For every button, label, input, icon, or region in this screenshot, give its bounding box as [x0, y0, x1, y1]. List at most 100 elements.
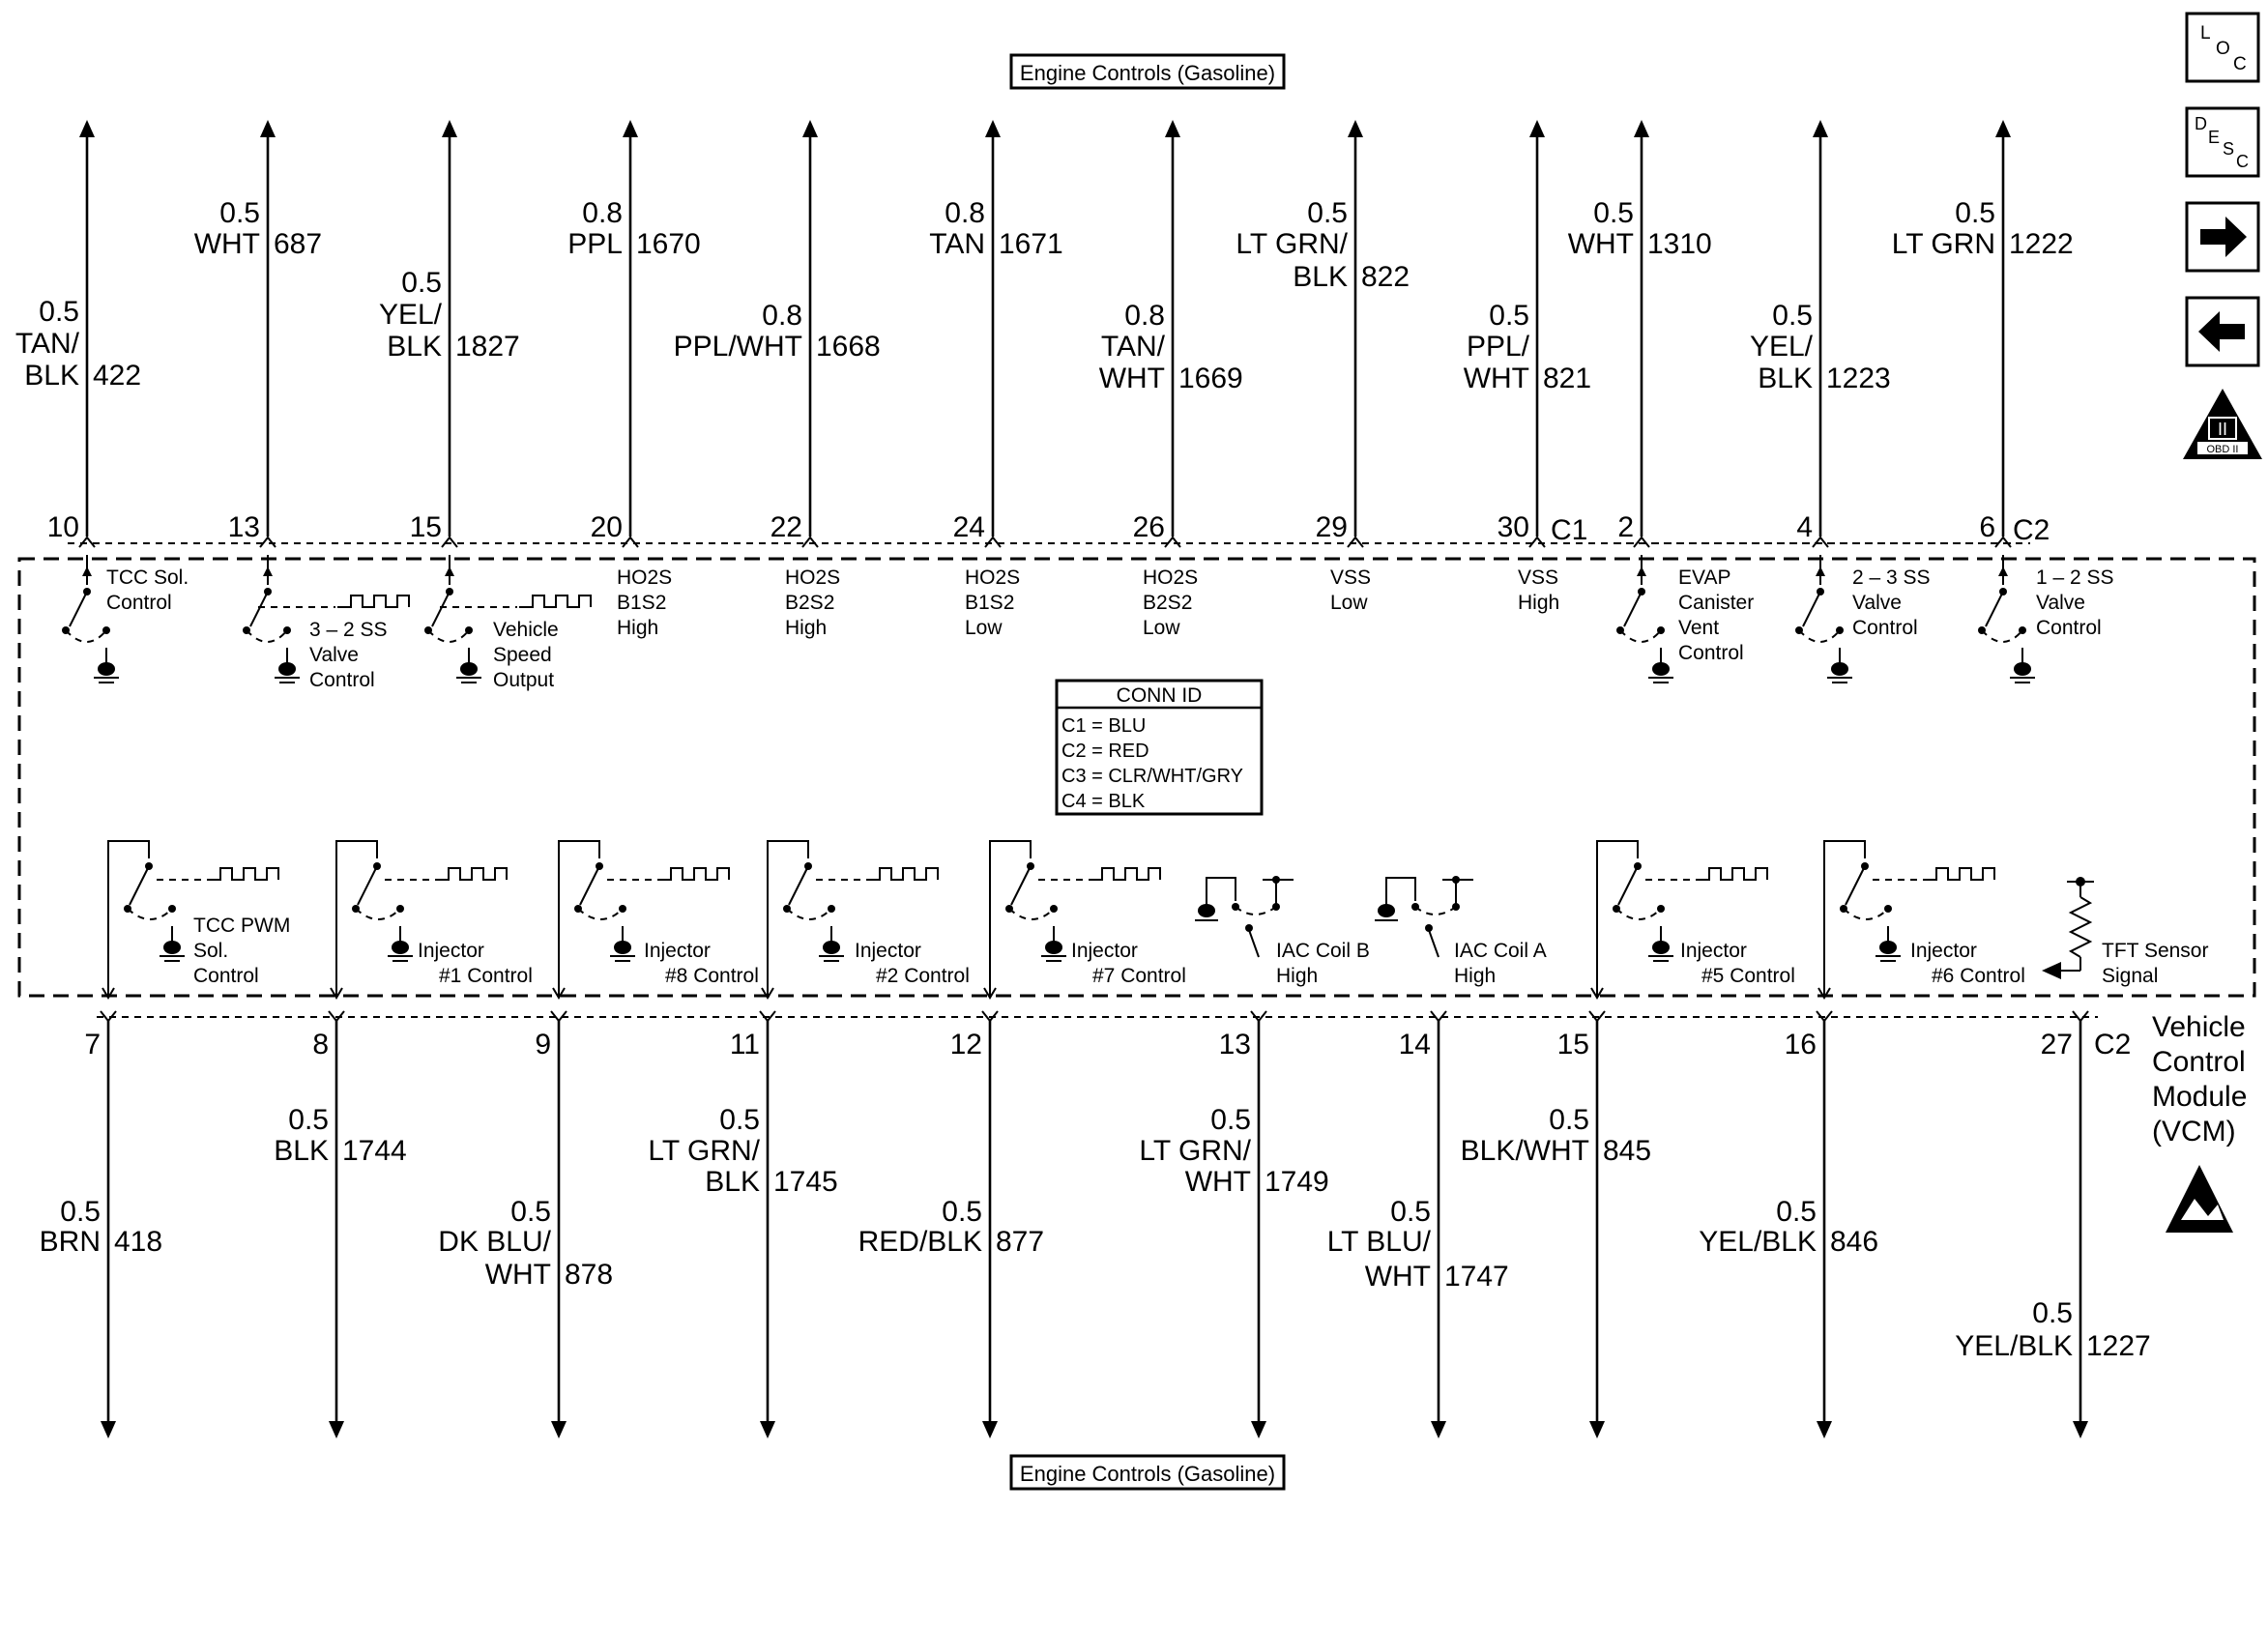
- top-signal-label: TCC Sol.Control: [106, 567, 189, 614]
- circuit-number: 878: [565, 1259, 613, 1291]
- signal-label-line: Injector: [1910, 940, 1977, 962]
- signal-label-line: Sol.: [193, 940, 228, 962]
- circuit-number: 822: [1361, 261, 1410, 293]
- signal-label-line: HO2S: [965, 567, 1020, 589]
- wire-color: PPL/WHT: [674, 331, 802, 363]
- driver-switch-symbol: [62, 555, 119, 683]
- arrow-down-icon: [2073, 1421, 2088, 1438]
- wire-gauge: 0.5: [2032, 1297, 2073, 1329]
- wire-color: TAN/: [1101, 331, 1166, 363]
- wire-color: BLK: [705, 1166, 760, 1198]
- circuit-number: 1747: [1444, 1261, 1509, 1293]
- obd-ii-button[interactable]: II OBD II: [2183, 389, 2262, 459]
- desc-button[interactable]: D E S C: [2185, 106, 2260, 178]
- conn-id-row: C1 = BLU: [1061, 715, 1146, 737]
- wire-color: LT GRN/: [1139, 1135, 1251, 1167]
- circuit-number: 1222: [2009, 228, 2074, 260]
- injector-driver-symbol: [1590, 840, 1768, 1000]
- wire-gauge: 0.5: [288, 1104, 329, 1136]
- signal-label-line: Injector: [855, 940, 921, 962]
- arrow-down-icon: [329, 1421, 344, 1438]
- circuit-number: 1223: [1826, 363, 1891, 394]
- signal-label-line: High: [617, 617, 658, 639]
- pin-number: 10: [47, 511, 79, 543]
- wire-color: WHT: [1099, 363, 1165, 394]
- wire-color: BLK: [387, 331, 442, 363]
- injector-driver-symbol: [102, 840, 279, 1000]
- wire-gauge: 0.5: [39, 296, 79, 328]
- circuit-number: 418: [114, 1226, 162, 1258]
- pin-number: 20: [591, 511, 623, 543]
- loc-button[interactable]: L O C: [2185, 12, 2260, 83]
- wire-color: LT GRN/: [648, 1135, 760, 1167]
- vcm-line3: Module: [2152, 1081, 2247, 1113]
- injector-driver-symbol: [761, 840, 939, 1000]
- injector-driver-symbol: [1817, 840, 1995, 1000]
- back-button[interactable]: [2185, 296, 2260, 367]
- arrow-up-icon: [1529, 120, 1545, 137]
- wire-color: YEL/BLK: [1699, 1226, 1817, 1258]
- wire-color: WHT: [1365, 1261, 1431, 1293]
- signal-label-line: Control: [1852, 617, 1918, 639]
- circuit-number: 1744: [342, 1135, 407, 1167]
- vcm-line4: (VCM): [2152, 1116, 2236, 1148]
- wire-color: TAN/: [15, 328, 80, 360]
- wire-color: TAN: [929, 228, 985, 260]
- signal-label-line: HO2S: [1143, 567, 1198, 589]
- driver-switch-symbol: [1616, 555, 1673, 683]
- circuit-number: 1671: [999, 228, 1063, 260]
- wire-gauge: 0.5: [1549, 1104, 1589, 1136]
- arrow-left-icon: [2198, 311, 2245, 352]
- wire-gauge: 0.5: [1489, 300, 1529, 332]
- forward-button[interactable]: [2185, 201, 2260, 273]
- circuit-number: 821: [1543, 363, 1591, 394]
- circuit-number: 846: [1830, 1226, 1878, 1258]
- wire-gauge: 0.8: [1124, 300, 1165, 332]
- circuit-number: 1670: [636, 228, 701, 260]
- wire-gauge: 0.5: [1772, 300, 1813, 332]
- driver-switch-symbol: [1978, 555, 2035, 683]
- circuit-number: 687: [274, 228, 322, 260]
- signal-label-line: Control: [193, 965, 259, 987]
- arrow-down-icon: [982, 1421, 998, 1438]
- signal-label-line: Control: [106, 592, 172, 614]
- bottom-banner[interactable]: Engine Controls (Gasoline): [1009, 1454, 1286, 1491]
- signal-label-line: B2S2: [1143, 592, 1192, 614]
- injector-driver-symbol: [983, 840, 1161, 1000]
- signal-label-line: #1 Control: [439, 965, 533, 987]
- wire-color: WHT: [485, 1259, 551, 1291]
- arrow-up-icon: [79, 120, 95, 137]
- signal-label-line: #2 Control: [876, 965, 970, 987]
- bottom-signal-label: Injector#6 Control: [1910, 940, 2025, 987]
- signal-label-line: EVAP: [1678, 567, 1730, 589]
- top-banner[interactable]: Engine Controls (Gasoline): [1009, 53, 1286, 90]
